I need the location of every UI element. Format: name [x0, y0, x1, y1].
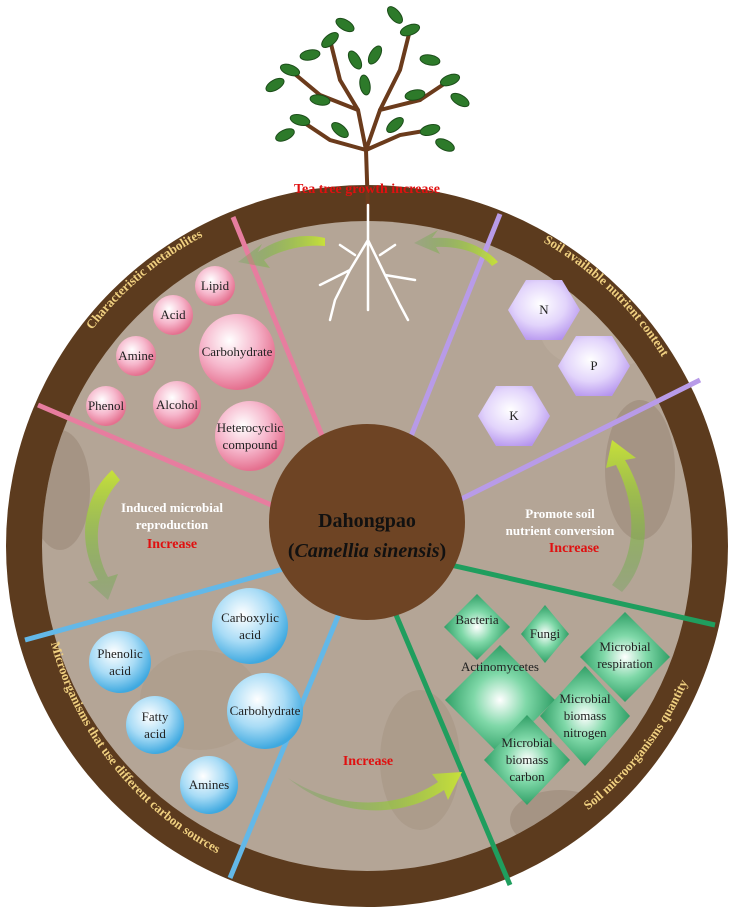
label-lipid: Lipid [201, 278, 230, 293]
label-amine: Amine [118, 348, 154, 363]
bubble-acid [153, 295, 193, 335]
label-phenol: Phenol [88, 398, 125, 413]
svg-text:nitrogen: nitrogen [563, 725, 607, 740]
arrow-top-left [238, 235, 325, 268]
bubble-phenol [86, 386, 126, 426]
bubble-carbohydrate [199, 314, 275, 390]
svg-text:Carboxylic: Carboxylic [221, 610, 279, 625]
svg-text:Phenolic: Phenolic [97, 646, 143, 661]
nutrient-group: N P K [478, 280, 630, 446]
label-n: N [539, 302, 549, 317]
label-heterocyclic-2: compound [223, 437, 278, 452]
arrow-right-up [606, 440, 645, 592]
carbon-group: Carboxylic acid Phenolic acid Carbohydra… [89, 588, 303, 814]
svg-text:biomass: biomass [506, 752, 549, 767]
svg-text:acid: acid [239, 627, 261, 642]
svg-text:nutrient conversion: nutrient conversion [506, 523, 615, 538]
bottom-increase: Increase [343, 754, 393, 769]
svg-text:respiration: respiration [597, 656, 653, 671]
diamond-mbc [484, 715, 570, 805]
left-side-text: Induced microbial reproduction Increase [121, 500, 223, 552]
svg-text:Increase: Increase [147, 537, 197, 552]
diamond-fungi [521, 605, 569, 663]
hexagon-k [478, 386, 550, 446]
hexagon-n [508, 280, 580, 340]
bubble-heterocyclic [215, 401, 285, 471]
svg-text:Microbial: Microbial [559, 691, 611, 706]
svg-text:Carbohydrate: Carbohydrate [230, 703, 301, 718]
diamond-respiration [580, 612, 670, 702]
bubble-carboxylic-acid [212, 588, 288, 664]
center-subtitle: (Camellia sinensis) [288, 540, 446, 562]
bubble-phenolic-acid [89, 631, 151, 693]
svg-text:Actinomycetes: Actinomycetes [461, 659, 539, 674]
diamond-bacteria [444, 594, 510, 660]
center-title: Dahongpao [318, 510, 416, 532]
diamond-mbn [540, 666, 630, 766]
bubble-alcohol [153, 381, 201, 429]
svg-text:Amines: Amines [189, 777, 229, 792]
bubble-fatty-acid [126, 696, 184, 754]
label-p: P [590, 358, 597, 373]
svg-text:acid: acid [144, 726, 166, 741]
svg-text:acid: acid [109, 663, 131, 678]
tea-tree [265, 6, 470, 212]
label-k: K [509, 408, 519, 423]
svg-text:carbon: carbon [509, 769, 545, 784]
hexagon-p [558, 336, 630, 396]
arrow-top-right [414, 230, 498, 266]
bubble-amines [180, 756, 238, 814]
center-circle [269, 424, 465, 620]
label-acid: Acid [160, 307, 186, 322]
svg-text:Microbial: Microbial [501, 735, 553, 750]
svg-text:reproduction: reproduction [136, 517, 209, 532]
right-side-text: Promote soil nutrient conversion Increas… [506, 506, 615, 556]
label-heterocyclic-1: Heterocyclic [217, 420, 284, 435]
svg-text:Promote soil: Promote soil [525, 506, 595, 521]
label-alcohol: Alcohol [156, 397, 198, 412]
svg-text:Induced microbial: Induced microbial [121, 500, 223, 515]
top-growth-label: Tea tree growth increase [294, 182, 440, 197]
svg-text:Increase: Increase [549, 541, 599, 556]
microbe-group: Bacteria Fungi Microbial respiration Act… [444, 594, 670, 805]
arrow-bottom [288, 772, 462, 811]
svg-text:Bacteria: Bacteria [455, 612, 499, 627]
svg-text:Microbial: Microbial [599, 639, 651, 654]
bubble-lipid [195, 266, 235, 306]
bubble-carbohydrate-blue [227, 673, 303, 749]
bubble-amine [116, 336, 156, 376]
svg-text:Fatty: Fatty [142, 709, 169, 724]
tree-roots [318, 203, 417, 322]
svg-text:Fungi: Fungi [530, 626, 561, 641]
svg-text:biomass: biomass [564, 708, 607, 723]
arrow-left-down [85, 470, 120, 600]
label-carbohydrate: Carbohydrate [202, 344, 273, 359]
metabolite-group: Lipid Acid Carbohydrate Amine Phenol Alc… [86, 266, 285, 471]
